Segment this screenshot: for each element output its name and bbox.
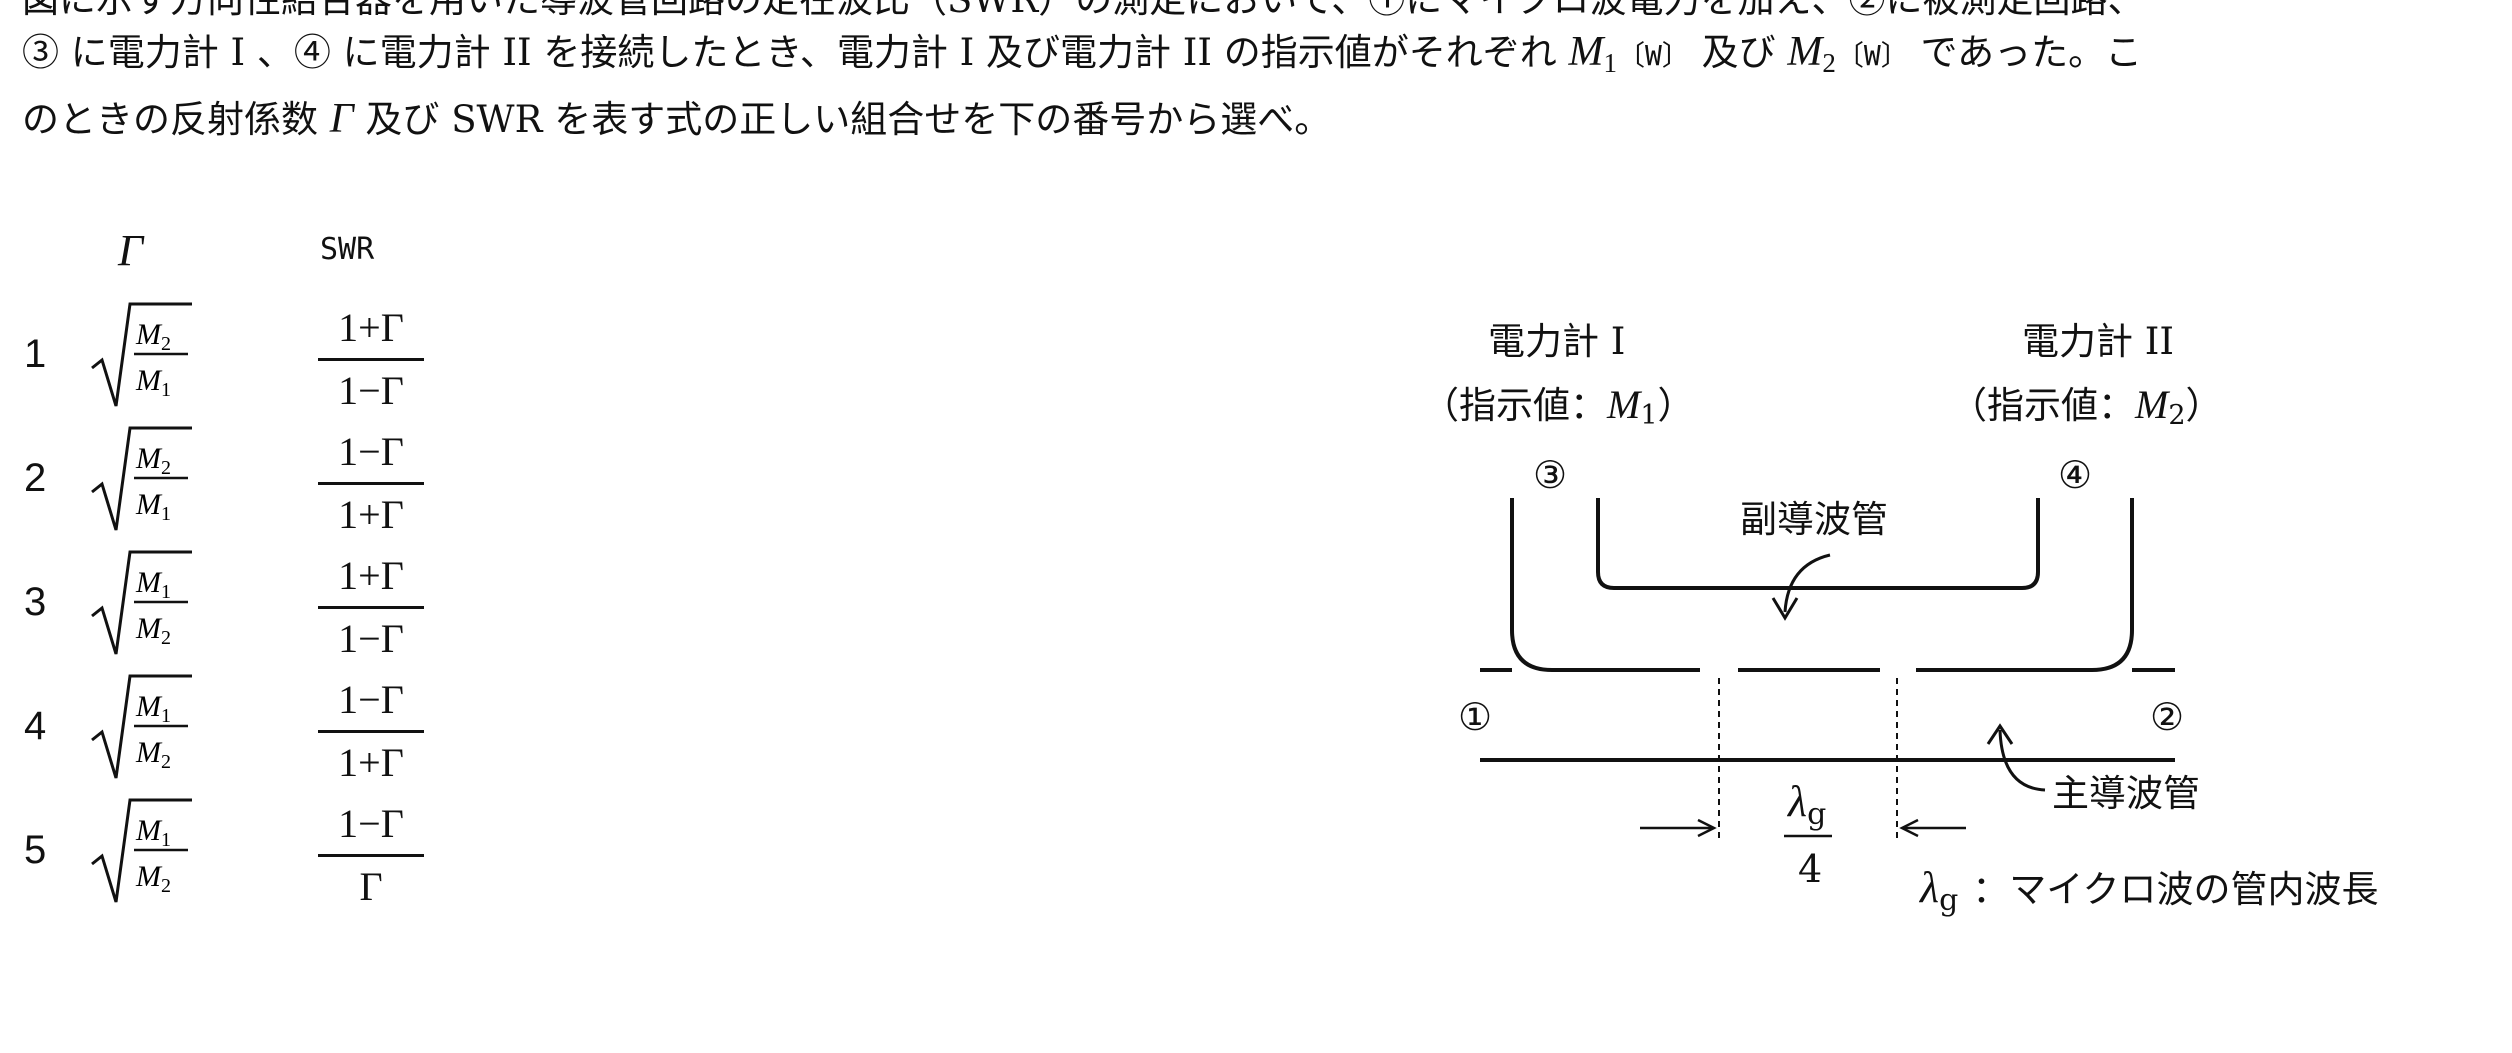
choice-number: 2: [24, 456, 47, 500]
svg-text:M1: M1: [135, 364, 171, 401]
swr-denominator: Γ: [359, 864, 383, 909]
problem-line-2-b: 及び SWR を表す式の正しい組合せを下の番号から選べ。: [353, 98, 1332, 141]
unit-watt-2: 〔W〕: [1835, 39, 1909, 72]
gamma-denominator-var: M: [135, 612, 163, 645]
problem-line-0: 図に示す方向性結合器を用いた導波管回路の定在波比（SWR）の測定において、①にマ…: [22, 0, 2145, 28]
problem-line-1-a: ③ に電力計 I 、④ に電力計 II を接続したとき、電力計 I 及び電力計 …: [22, 31, 1569, 74]
swr-numerator: 1−Γ: [338, 677, 404, 722]
swr-fraction-bar: [318, 358, 424, 361]
swr-numerator: 1+Γ: [338, 553, 404, 598]
swr-fraction-bar: [318, 482, 424, 485]
svg-text:M2: M2: [135, 860, 171, 897]
meter-2-label: 電力計 II: [2022, 320, 2174, 363]
secondary-waveguide-pointer: [1783, 553, 1831, 613]
secondary-waveguide: [1480, 498, 2175, 672]
swr-fraction-bar: [318, 606, 424, 609]
svg-text:M2: M2: [135, 736, 171, 773]
swr-numerator: 1−Γ: [338, 801, 404, 846]
svg-text:M1: M1: [135, 814, 171, 851]
spacing-dimension-arrows: [1640, 818, 1966, 838]
meter-1-label: 電力計 I: [1488, 320, 1625, 363]
swr-fraction-bar: [318, 854, 424, 857]
swr-numerator: 1+Γ: [338, 305, 404, 350]
port-1-label: ①: [1458, 695, 1492, 739]
main-waveguide-pointer: [1998, 729, 2046, 792]
unit-watt-1: 〔W〕: [1616, 39, 1690, 72]
problem-statement: 図に示す方向性結合器を用いた導波管回路の定在波比（SWR）の測定において、①にマ…: [22, 0, 2492, 148]
svg-text:M2: M2: [135, 442, 171, 479]
choice-number: 3: [24, 580, 47, 624]
gamma-numerator-var: M: [135, 566, 163, 599]
port-3-label: ③: [1533, 453, 1567, 497]
column-header-gamma: Γ: [118, 226, 144, 275]
choice-number: 1: [24, 332, 47, 376]
problem-line-1-b: 及び: [1689, 31, 1788, 74]
svg-text:M2: M2: [135, 318, 171, 355]
problem-line-2: のときの反射係数 Γ 及び SWR を表す式の正しい組合せを下の番号から選べ。: [22, 91, 2492, 148]
directional-coupler-diagram: 電力計 I （指示値：M1） 電力計 II （指示値：M2） ③ ④ ① ② 副…: [1422, 320, 2379, 918]
port-4-label: ④: [2058, 453, 2092, 497]
port-2-label: ②: [2150, 695, 2184, 739]
secondary-waveguide-label: 副導波管: [1740, 498, 1888, 541]
swr-denominator: 1+Γ: [338, 740, 404, 785]
problem-line-2-a: のときの反射係数: [22, 98, 330, 141]
gamma-denominator-var: M: [135, 488, 163, 521]
problem-line-1: ③ に電力計 I 、④ に電力計 II を接続したとき、電力計 I 及び電力計 …: [22, 24, 2492, 91]
swr-fraction-bar: [318, 730, 424, 733]
choice-number: 4: [24, 704, 47, 748]
gamma-numerator-var: M: [135, 442, 163, 475]
svg-text:M1: M1: [135, 488, 171, 525]
choice-number: 5: [24, 828, 47, 872]
swr-denominator: 1−Γ: [338, 616, 404, 661]
wavelength-legend: λg：マイクロ波の管内波長: [1918, 863, 2379, 918]
swr-expression: 1−Γ Γ: [316, 800, 426, 911]
gamma-numerator-var: M: [135, 690, 163, 723]
problem-line-top-clipped: 図に示す方向性結合器を用いた導波管回路の定在波比（SWR）の測定において、①にマ…: [22, 0, 2492, 28]
problem-line-1-c: であった。こ: [1908, 31, 2143, 74]
gamma-denominator-var: M: [135, 736, 163, 769]
spacing-numerator: λg: [1786, 777, 1826, 832]
meter-1-reading: （指示値：M1）: [1422, 382, 1695, 431]
gamma-numerator-var: M: [135, 814, 163, 847]
swr-numerator: 1−Γ: [338, 429, 404, 474]
swr-denominator: 1+Γ: [338, 492, 404, 537]
column-header-swr: SWR: [320, 232, 375, 267]
gamma-denominator-var: M: [135, 860, 163, 893]
svg-text:M2: M2: [135, 612, 171, 649]
svg-text:M1: M1: [135, 566, 171, 603]
gamma-numerator-var: M: [135, 318, 163, 351]
var-gamma: Γ: [329, 96, 354, 142]
var-m1: M1: [1568, 29, 1617, 78]
main-waveguide-label: 主導波管: [2052, 772, 2200, 815]
meter-2-reading: （指示値：M2）: [1950, 382, 2223, 431]
svg-text:M1: M1: [135, 690, 171, 727]
secondary-waveguide-arrowhead: [1771, 597, 1799, 621]
spacing-denominator: 4: [1798, 847, 1822, 891]
main-waveguide-arrowhead: [1986, 723, 2014, 745]
gamma-denominator-var: M: [135, 364, 163, 397]
var-m2: M2: [1787, 29, 1836, 78]
swr-denominator: 1−Γ: [338, 368, 404, 413]
